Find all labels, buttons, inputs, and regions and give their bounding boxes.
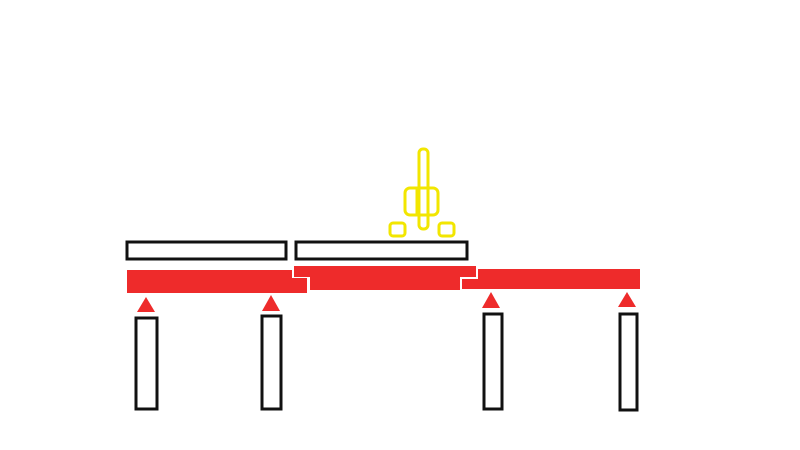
girder-middle: [294, 240, 469, 261]
bearing-2: [262, 295, 280, 311]
crane-foot-left: [388, 221, 407, 238]
bearing-1: [137, 297, 155, 312]
pier-2: [260, 314, 283, 411]
piers-group: [134, 312, 639, 412]
deck-segment-middle: [294, 266, 476, 290]
bearing-4: [618, 292, 636, 307]
pier-4: [618, 312, 639, 412]
bearing-3: [482, 292, 500, 308]
deck-segment-left: [127, 270, 307, 293]
girder-left: [125, 240, 288, 261]
deck-group: [127, 266, 640, 293]
crane-machine: [388, 147, 456, 238]
pier-3: [482, 312, 504, 411]
deck-segment-right: [462, 269, 640, 289]
bearings-group: [137, 292, 636, 312]
girders-group: [125, 240, 469, 261]
crane-cab: [403, 186, 440, 217]
pier-1: [134, 316, 159, 411]
crane-foot-right: [437, 221, 456, 238]
